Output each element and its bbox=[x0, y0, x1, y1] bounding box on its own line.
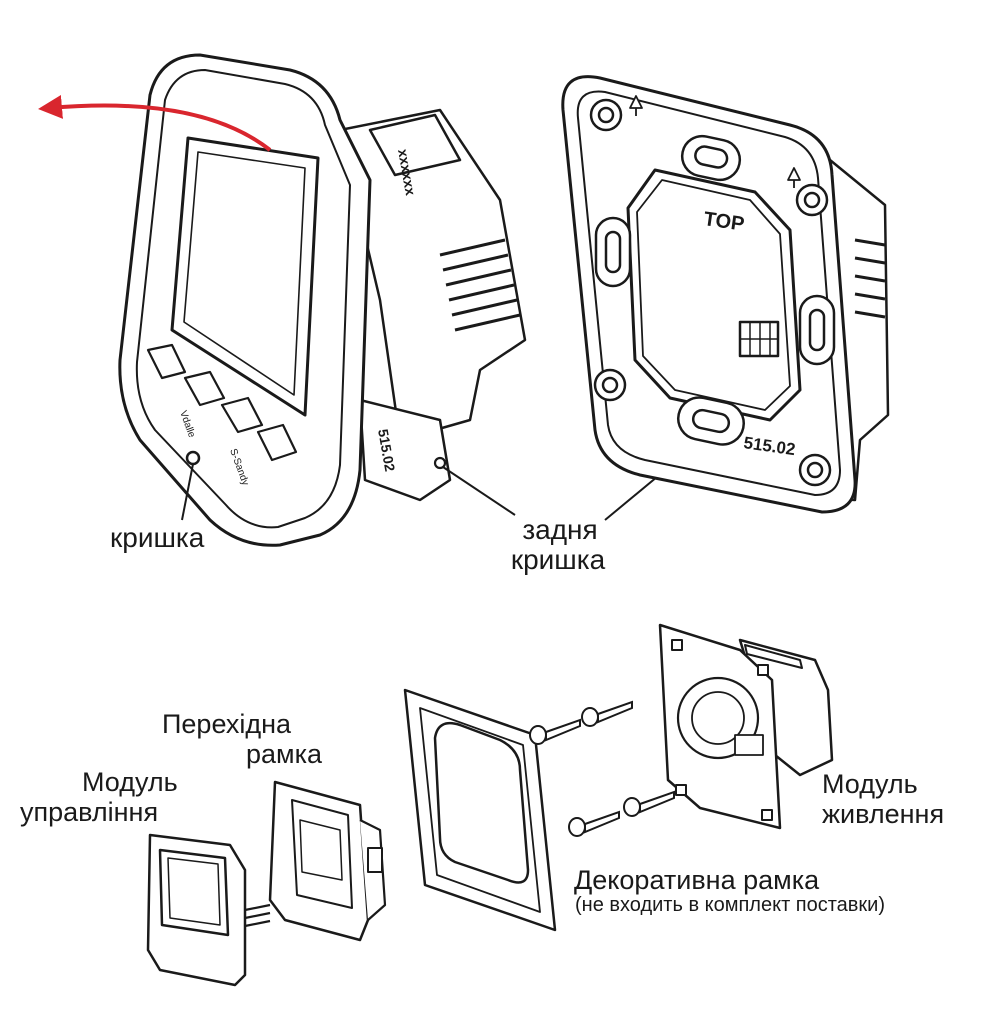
control-module-drawing bbox=[146, 833, 271, 987]
power-label-line2: живлення bbox=[822, 799, 945, 829]
back-plate bbox=[561, 75, 890, 514]
screw-4 bbox=[623, 790, 675, 817]
screws bbox=[529, 700, 675, 837]
screw-2 bbox=[581, 700, 633, 727]
decor-label: Декоративна рамка bbox=[574, 865, 820, 895]
removal-arrow bbox=[38, 95, 272, 152]
adapter-label-line1: Перехідна bbox=[162, 709, 292, 739]
adapter-label-line2: рамка bbox=[246, 739, 323, 769]
cover-leader bbox=[181, 463, 194, 521]
thermostat-back-housing bbox=[338, 108, 527, 502]
back-cover-leader-left bbox=[439, 464, 516, 516]
decor-note: (не входить в комплект поставки) bbox=[575, 894, 886, 916]
control-label-line2: управління bbox=[20, 797, 159, 827]
power-label-line1: Модуль bbox=[822, 769, 918, 799]
side-model-text: 515.02 bbox=[375, 428, 398, 473]
thermostat-cover bbox=[118, 53, 372, 547]
back-cover-label-line1: задня bbox=[522, 514, 598, 545]
adapter-frame-drawing bbox=[268, 780, 387, 942]
power-module-drawing bbox=[658, 623, 834, 830]
screw-1 bbox=[529, 718, 581, 745]
decorative-frame-drawing bbox=[403, 688, 557, 932]
screw-3 bbox=[568, 810, 620, 837]
side-model-label: 515.02 bbox=[375, 428, 398, 473]
control-label-line1: Модуль bbox=[82, 767, 178, 797]
back-cover-label-line2: кришка bbox=[510, 544, 606, 575]
cover-label: кришка bbox=[110, 522, 205, 553]
